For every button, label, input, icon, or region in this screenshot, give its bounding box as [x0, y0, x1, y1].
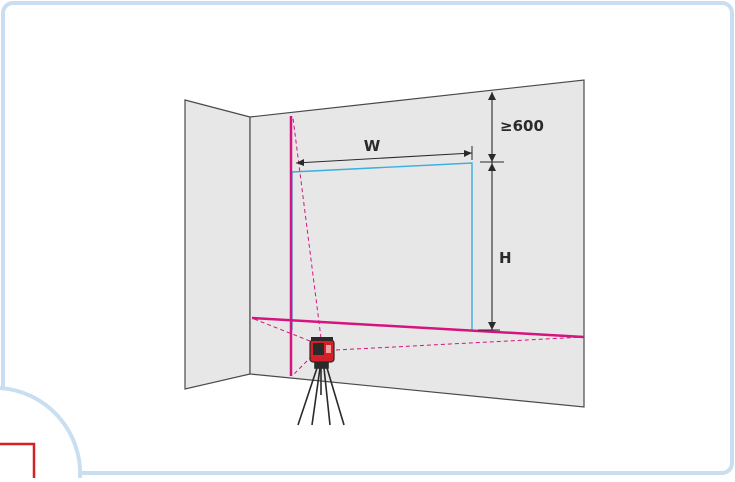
width-label: W [364, 137, 381, 155]
gap-arrow-bottom [488, 154, 496, 162]
laser-horizontal-line [251, 316, 585, 339]
laser-beam-left [253, 318, 311, 342]
left-wall [184, 99, 251, 390]
laser-beam-down [291, 355, 313, 377]
laser-level-device [309, 337, 335, 363]
gap-arrow-top [488, 92, 496, 100]
corner-fill [0, 390, 79, 478]
target-outline [291, 162, 473, 330]
width-arrow-right [464, 150, 472, 157]
height-arrow-bottom [488, 322, 496, 330]
laser-beam-up [292, 117, 322, 339]
height-label: H [499, 249, 512, 267]
width-arrow-left [296, 159, 304, 166]
red-box-fragment [0, 442, 36, 478]
corner-arc [0, 386, 83, 479]
height-arrow-top [488, 163, 496, 171]
top-gap-label: ≥600 [500, 117, 544, 135]
laser-beam-right [335, 336, 585, 351]
tripod [297, 361, 345, 426]
width-dimension-line [295, 152, 473, 164]
